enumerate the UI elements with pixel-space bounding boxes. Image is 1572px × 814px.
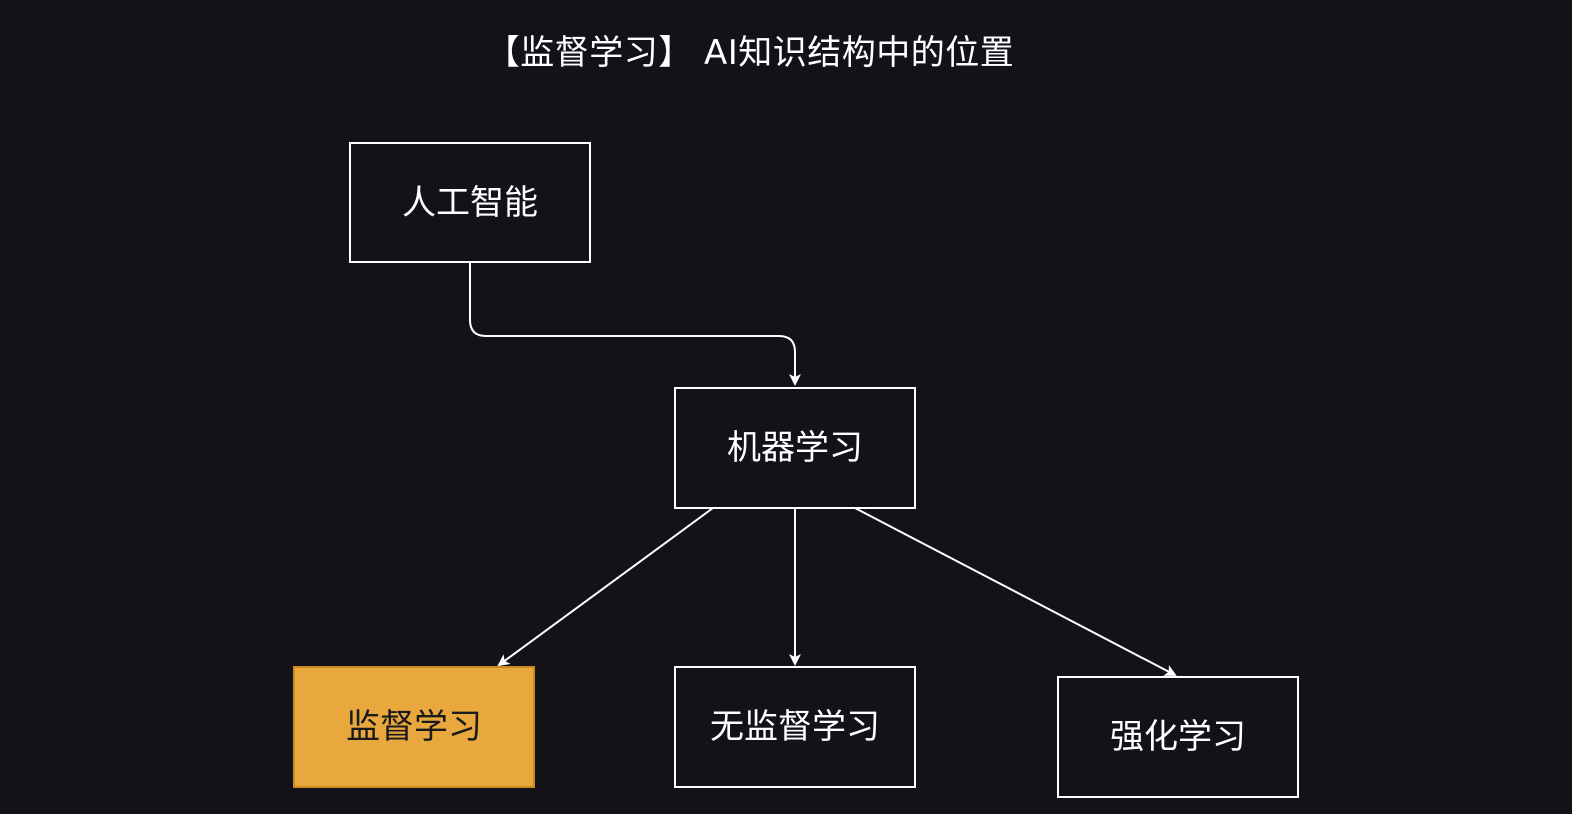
node-reinforcement-box bbox=[1057, 676, 1299, 798]
node-reinforcement-label: 强化学习 bbox=[1110, 717, 1246, 757]
node-supervised[interactable]: 监督学习 bbox=[293, 666, 535, 788]
node-supervised-label: 监督学习 bbox=[346, 707, 482, 747]
node-ai-label: 人工智能 bbox=[402, 183, 538, 223]
node-unsupervised-label: 无监督学习 bbox=[710, 707, 880, 747]
node-ai-box bbox=[349, 142, 591, 263]
diagram-title: 【监督学习】 AI知识结构中的位置 bbox=[485, 33, 1015, 73]
node-ai[interactable]: 人工智能 bbox=[349, 142, 591, 263]
edge-ml-to-supervised bbox=[497, 507, 714, 667]
node-ml[interactable]: 机器学习 bbox=[674, 387, 916, 509]
edge-ai-to-ml bbox=[469, 262, 801, 386]
node-ml-box bbox=[674, 387, 916, 509]
node-ml-label: 机器学习 bbox=[727, 428, 863, 468]
node-unsupervised-box bbox=[674, 666, 916, 788]
node-supervised-box bbox=[293, 666, 535, 788]
node-unsupervised[interactable]: 无监督学习 bbox=[674, 666, 916, 788]
node-reinforcement[interactable]: 强化学习 bbox=[1057, 676, 1299, 798]
edge-ml-to-reinforcement bbox=[854, 507, 1177, 676]
